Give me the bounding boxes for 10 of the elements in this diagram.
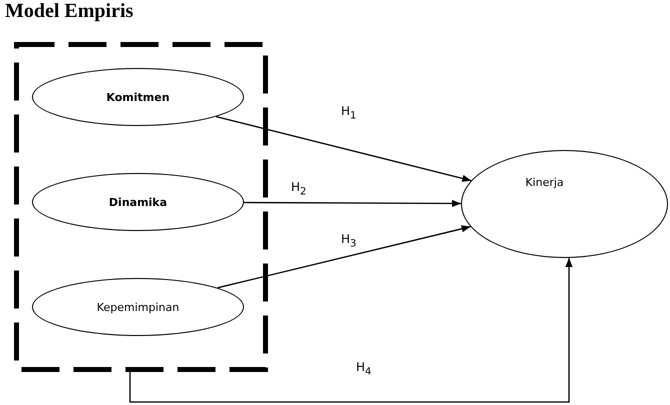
construct-label: Dinamika	[108, 196, 168, 208]
construct-label: Kinerja	[525, 176, 564, 188]
construct-label: Komitmen	[106, 90, 170, 104]
arrow	[244, 200, 461, 208]
dashed-group-box	[14, 42, 268, 372]
title: Model Empiris	[5, 0, 134, 23]
arrow	[129, 258, 573, 403]
construct-label: Kepemimpinan	[96, 300, 180, 314]
arrow	[216, 116, 472, 182]
arrow	[217, 225, 471, 288]
